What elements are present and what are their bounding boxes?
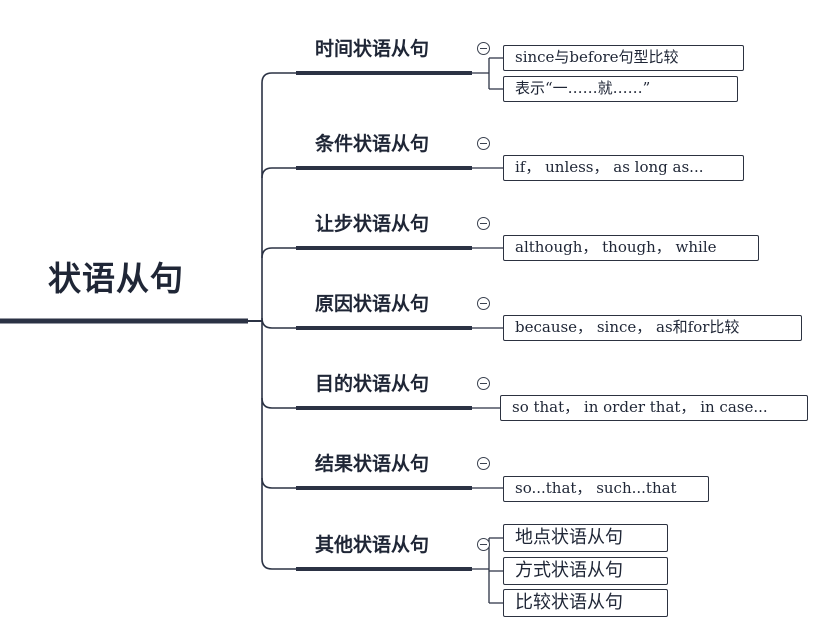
leaf-manner-clause[interactable]: 方式状语从句 xyxy=(503,557,668,585)
leaf-condition-words[interactable]: if， unless， as long as... xyxy=(503,155,744,181)
leaf-since-before[interactable]: since与before句型比较 xyxy=(503,45,744,71)
branch-other-clauses[interactable]: 其他状语从句 xyxy=(315,534,430,556)
collapse-toggle-icon[interactable] xyxy=(477,217,490,230)
leaf-concession-words[interactable]: although， though， while xyxy=(503,235,759,261)
leaf-connector-1 xyxy=(472,57,503,90)
collapse-toggle-icon[interactable] xyxy=(477,377,490,390)
branch-curve-4 xyxy=(261,317,298,329)
collapse-toggle-icon[interactable] xyxy=(477,42,490,55)
branch-curve-2 xyxy=(261,167,298,179)
collapse-toggle-icon[interactable] xyxy=(477,137,490,150)
leaf-purpose-words[interactable]: so that， in order that， in case... xyxy=(500,395,808,421)
collapse-toggle-icon[interactable] xyxy=(477,457,490,470)
branch-curve-3 xyxy=(261,247,298,259)
branch-curve-5 xyxy=(261,397,298,409)
root-topic[interactable]: 状语从句 xyxy=(48,259,184,298)
branch-concession-clause[interactable]: 让步状语从句 xyxy=(315,213,430,235)
leaf-result-words[interactable]: so...that， such...that xyxy=(503,476,709,502)
leaf-connector-7 xyxy=(472,537,503,604)
branch-time-clause[interactable]: 时间状语从句 xyxy=(315,38,430,60)
branch-reason-clause[interactable]: 原因状语从句 xyxy=(315,293,430,315)
branch-result-clause[interactable]: 结果状语从句 xyxy=(315,453,430,475)
collapse-toggle-icon[interactable] xyxy=(477,538,490,551)
branch-purpose-clause[interactable]: 目的状语从句 xyxy=(315,373,430,395)
leaf-as-soon-as[interactable]: 表示“一……就……” xyxy=(503,76,738,102)
leaf-place-clause[interactable]: 地点状语从句 xyxy=(503,524,668,552)
main-trunk xyxy=(261,72,298,570)
branch-condition-clause[interactable]: 条件状语从句 xyxy=(315,133,430,155)
leaf-reason-words[interactable]: because， since， as和for比较 xyxy=(503,315,802,341)
branch-curve-6 xyxy=(261,477,298,489)
leaf-comparison-clause[interactable]: 比较状语从句 xyxy=(503,589,668,617)
collapse-toggle-icon[interactable] xyxy=(477,297,490,310)
